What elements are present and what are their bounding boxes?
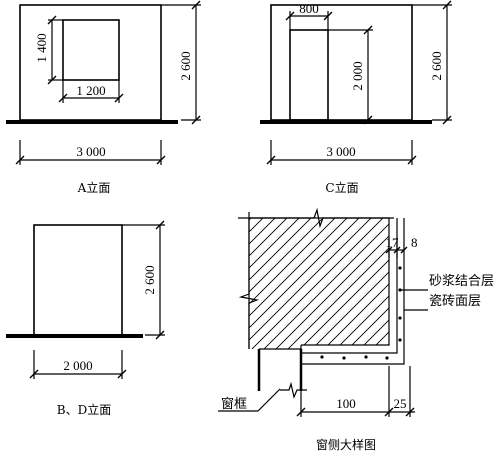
- elevation-bd-width-label: 2 000: [63, 358, 92, 373]
- hatch-line: [276, 218, 389, 349]
- elevation-c: 800 2 000 2 600 3 000 C立面: [260, 0, 452, 195]
- elevation-a-width-label: 3 000: [76, 144, 105, 159]
- dim-tick: [58, 93, 68, 103]
- dim-17-label: 17: [386, 235, 400, 250]
- dim-tick: [385, 246, 393, 254]
- elevation-c-door-width-label: 800: [299, 1, 319, 16]
- elevation-c-wall: [270, 4, 413, 121]
- elevation-c-door-height-label: 2 000: [350, 61, 365, 90]
- dim-tick: [363, 115, 373, 125]
- dim-tick: [323, 11, 333, 21]
- elevation-c-door: [289, 29, 329, 121]
- window-frame: [257, 348, 303, 391]
- elevation-c-height-label: 2 600: [429, 51, 444, 80]
- elevation-a-window-height-label: 1 400: [34, 33, 49, 62]
- dim-tick: [296, 407, 306, 417]
- dim-tick: [266, 155, 276, 165]
- hatch-line: [249, 218, 296, 349]
- mortar-dot: [398, 266, 402, 270]
- tile-layer: [301, 218, 405, 365]
- hatch-line: [336, 218, 389, 349]
- dim-tick: [117, 369, 127, 379]
- frame-label: 窗框: [221, 396, 247, 412]
- hatch-line: [249, 218, 320, 349]
- dim-tick: [384, 407, 394, 417]
- hatch-line: [312, 218, 389, 349]
- hatch-line: [360, 218, 389, 349]
- dim-tick: [442, 115, 452, 125]
- mortar-dot: [398, 338, 402, 342]
- hatch-line: [348, 218, 389, 349]
- elevation-a-caption: A立面: [77, 180, 111, 195]
- mortar-dots: [320, 266, 402, 360]
- dim-tick: [363, 25, 373, 35]
- dim-tick: [155, 330, 165, 340]
- hatch-line: [249, 218, 332, 349]
- dim-tick: [407, 155, 417, 165]
- dim-tick: [191, 0, 201, 10]
- hatch-line: [249, 218, 389, 349]
- window-detail: 窗框 砂浆结合层 瓷砖面层 17 8 100 25 窗侧大样图: [218, 207, 503, 452]
- dim-25-label: 25: [394, 396, 407, 411]
- dim-tick: [29, 369, 39, 379]
- elevation-a-window: [62, 19, 120, 81]
- hatch-line: [249, 218, 368, 349]
- elevation-a-window-width-label: 1 200: [76, 83, 105, 98]
- dim-tick: [393, 246, 401, 254]
- dim-tick: [15, 155, 25, 165]
- hatch-line: [324, 218, 389, 349]
- hatch-line: [249, 218, 284, 349]
- hatch-line: [493, 210, 503, 360]
- dim-tick: [155, 220, 165, 230]
- elevation-c-caption: C立面: [325, 180, 358, 195]
- dim-8-label: 8: [411, 235, 418, 250]
- dim-tick: [405, 407, 415, 417]
- frame-leader: [257, 388, 281, 412]
- tile-label: 瓷砖面层: [429, 294, 481, 309]
- frame-break-mark: [280, 381, 307, 399]
- elevation-c-width-label: 3 000: [326, 144, 355, 159]
- elevation-bd-wall: [33, 224, 123, 336]
- dim-tick: [114, 93, 124, 103]
- dim-100-label: 100: [336, 396, 356, 411]
- mortar-dot: [385, 356, 389, 360]
- elevation-bd-caption: B、D立面: [57, 402, 111, 417]
- hatch-line: [249, 218, 344, 349]
- mortar-layer: [301, 218, 398, 354]
- elevation-bd: 2 600 2 000 B、D立面: [6, 220, 165, 417]
- mortar-label: 砂浆结合层: [429, 274, 494, 289]
- dim-tick: [191, 115, 201, 125]
- mortar-dot: [320, 355, 324, 359]
- hatch-line: [249, 218, 380, 349]
- hatch-line: [300, 218, 389, 349]
- elevation-a: 1 400 1 200 2 600 3 000 A立面: [6, 0, 201, 195]
- elevation-a-height-label: 2 600: [178, 51, 193, 80]
- hatch-line: [264, 218, 389, 349]
- dim-tick: [285, 11, 295, 21]
- dim-tick: [442, 0, 452, 10]
- elevation-bd-height-label: 2 600: [142, 265, 157, 294]
- hatch-line: [288, 218, 389, 349]
- mortar-dot: [398, 316, 402, 320]
- window-detail-caption: 窗侧大样图: [316, 437, 376, 452]
- hatch-line: [249, 218, 356, 349]
- hatch-line: [252, 218, 389, 349]
- dim-tick: [156, 155, 166, 165]
- break-mark-top: [238, 207, 394, 229]
- hatch-line: [249, 218, 308, 349]
- wall-hatching: [249, 210, 503, 360]
- break-mark-left: [238, 212, 260, 349]
- mortar-dot: [342, 356, 346, 360]
- mortar-dot: [364, 355, 368, 359]
- dim-tick: [400, 246, 408, 254]
